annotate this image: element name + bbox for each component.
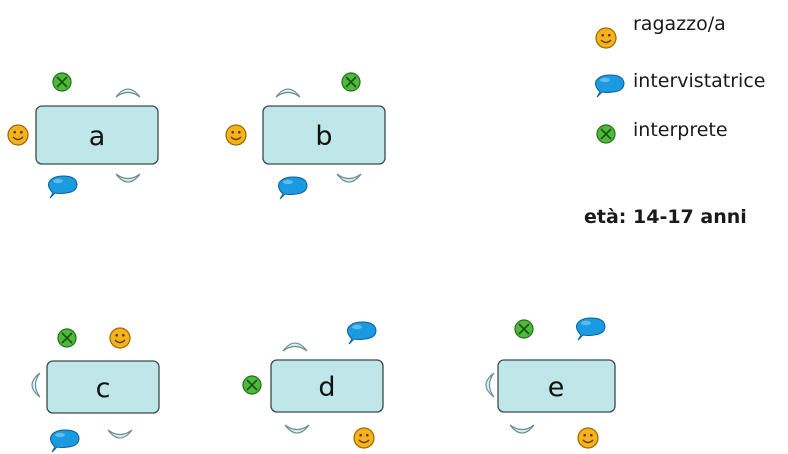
speech-bubble-icon (347, 321, 377, 345)
legend-label-ragazzo: ragazzo/a (633, 13, 726, 35)
x-circle-icon (52, 72, 72, 92)
table-e (497, 359, 616, 413)
table-d-group: d (242, 321, 384, 449)
chair-icon (509, 424, 535, 434)
speech-bubble-icon (278, 176, 308, 200)
table-d (270, 359, 384, 413)
table-c-label: c (96, 373, 111, 404)
x-circle-icon (514, 319, 534, 339)
smiley-icon (577, 427, 599, 449)
table-a-label: a (89, 121, 106, 152)
table-d-label: d (318, 372, 335, 403)
table-a-group: a (7, 72, 159, 199)
x-circle-icon (596, 124, 616, 144)
smiley-icon (595, 27, 617, 49)
legend-label-intervistatrice: intervistatrice (633, 70, 765, 92)
chair-icon (115, 88, 141, 98)
chair-icon (282, 342, 308, 352)
smiley-icon (225, 124, 247, 146)
chair-icon (275, 88, 301, 98)
speech-bubble-icon (576, 317, 606, 341)
table-b (262, 105, 386, 165)
chair-icon (107, 429, 133, 439)
table-a (35, 105, 159, 165)
smiley-icon (7, 124, 29, 146)
smiley-icon (353, 427, 375, 449)
chair-icon (485, 372, 495, 398)
smiley-icon (109, 327, 131, 349)
table-e-group: e (485, 317, 616, 449)
chair-icon (31, 372, 41, 398)
x-circle-icon (57, 328, 77, 348)
table-c (46, 360, 160, 414)
speech-bubble-icon (50, 429, 80, 453)
table-b-label: b (315, 121, 332, 152)
x-circle-icon (341, 72, 361, 92)
table-b-group: b (225, 72, 386, 200)
table-c-group: c (31, 327, 160, 453)
age-range: età: 14-17 anni (584, 206, 747, 228)
speech-bubble-icon (595, 74, 625, 98)
speech-bubble-icon (48, 175, 78, 199)
legend-label-interprete: interprete (633, 119, 728, 141)
chair-icon (115, 173, 141, 183)
x-circle-icon (242, 375, 262, 395)
chair-icon (336, 173, 362, 183)
legend: ragazzo/a intervistatrice interprete età… (584, 13, 765, 228)
chair-icon (284, 424, 310, 434)
table-e-label: e (548, 372, 565, 403)
